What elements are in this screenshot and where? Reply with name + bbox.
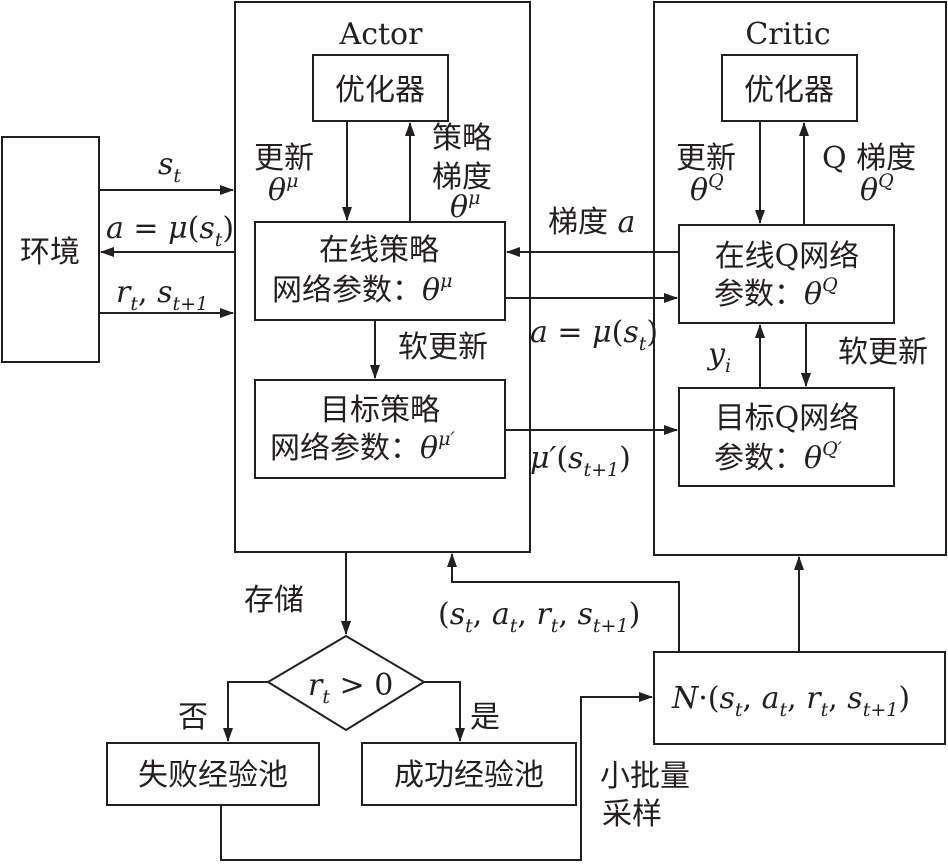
online-q-line2: 参数：θQ xyxy=(714,274,838,312)
yes-arrow xyxy=(424,681,465,742)
actor-soft-update-label: 软更新 xyxy=(398,330,488,365)
target-q-line1: 目标Q网络 xyxy=(715,401,860,436)
actor-optimizer-label: 优化器 xyxy=(335,73,425,108)
decision-diamond xyxy=(266,634,426,732)
target-q-box xyxy=(678,387,895,487)
online-policy-line2: 网络参数：θμ xyxy=(272,270,452,308)
actor-gradient-line1: 策略 xyxy=(432,121,492,156)
online-q-line1: 在线Q网络 xyxy=(715,239,860,274)
sample-arrow xyxy=(220,692,653,861)
failure-pool-label: 失败经验池 xyxy=(138,758,288,793)
failure-pool-box xyxy=(106,742,320,806)
minibatch-line1: 小批量 xyxy=(600,759,690,794)
target-q-line2: 参数：θQ′ xyxy=(714,438,843,476)
target-policy-box xyxy=(254,379,506,479)
actor-title: Actor xyxy=(339,17,424,52)
online-q-box xyxy=(678,224,895,324)
target-action-label: μ′(st+1) xyxy=(530,441,631,481)
critic-soft-update-label: 软更新 xyxy=(838,335,928,370)
critic-gradient-label: Q 梯度 xyxy=(822,141,916,176)
transition-return-arrow xyxy=(447,553,680,652)
actor-gradient-line2: 梯度 xyxy=(432,160,492,195)
target-policy-line2: 网络参数：θμ′ xyxy=(270,428,455,466)
no-arrow xyxy=(223,681,268,742)
critic-title: Critic xyxy=(745,17,830,52)
transition-label: (st, at, rt, st+1) xyxy=(438,597,640,637)
environment-box xyxy=(1,136,100,363)
reward-nextstate-label: rt, st+1 xyxy=(116,275,208,315)
minibatch-box xyxy=(653,651,946,745)
gradient-a-label: 梯度 a xyxy=(548,205,635,240)
online-policy-line1: 在线策略 xyxy=(319,233,439,268)
minibatch-line2: 采样 xyxy=(602,797,662,832)
actor-optimizer-box xyxy=(312,54,449,122)
yes-label: 是 xyxy=(470,700,500,735)
environment-label: 环境 xyxy=(20,235,80,270)
critic-optimizer-label: 优化器 xyxy=(744,73,834,108)
action-to-critic-label: a = μ(st) xyxy=(530,315,658,355)
success-pool-label: 成功经验池 xyxy=(394,758,544,793)
no-label: 否 xyxy=(178,700,208,735)
success-pool-box xyxy=(361,742,577,806)
critic-optimizer-box xyxy=(721,54,858,122)
online-policy-box xyxy=(254,221,506,321)
actor-update-label: 更新 xyxy=(254,141,314,176)
decision-label: rt > 0 xyxy=(308,668,393,708)
store-label: 存储 xyxy=(244,583,304,618)
action-label: a = μ(st) xyxy=(106,211,234,251)
critic-update-label: 更新 xyxy=(676,141,736,176)
state-label: st xyxy=(158,147,181,187)
target-policy-line1: 目标策略 xyxy=(320,393,440,428)
